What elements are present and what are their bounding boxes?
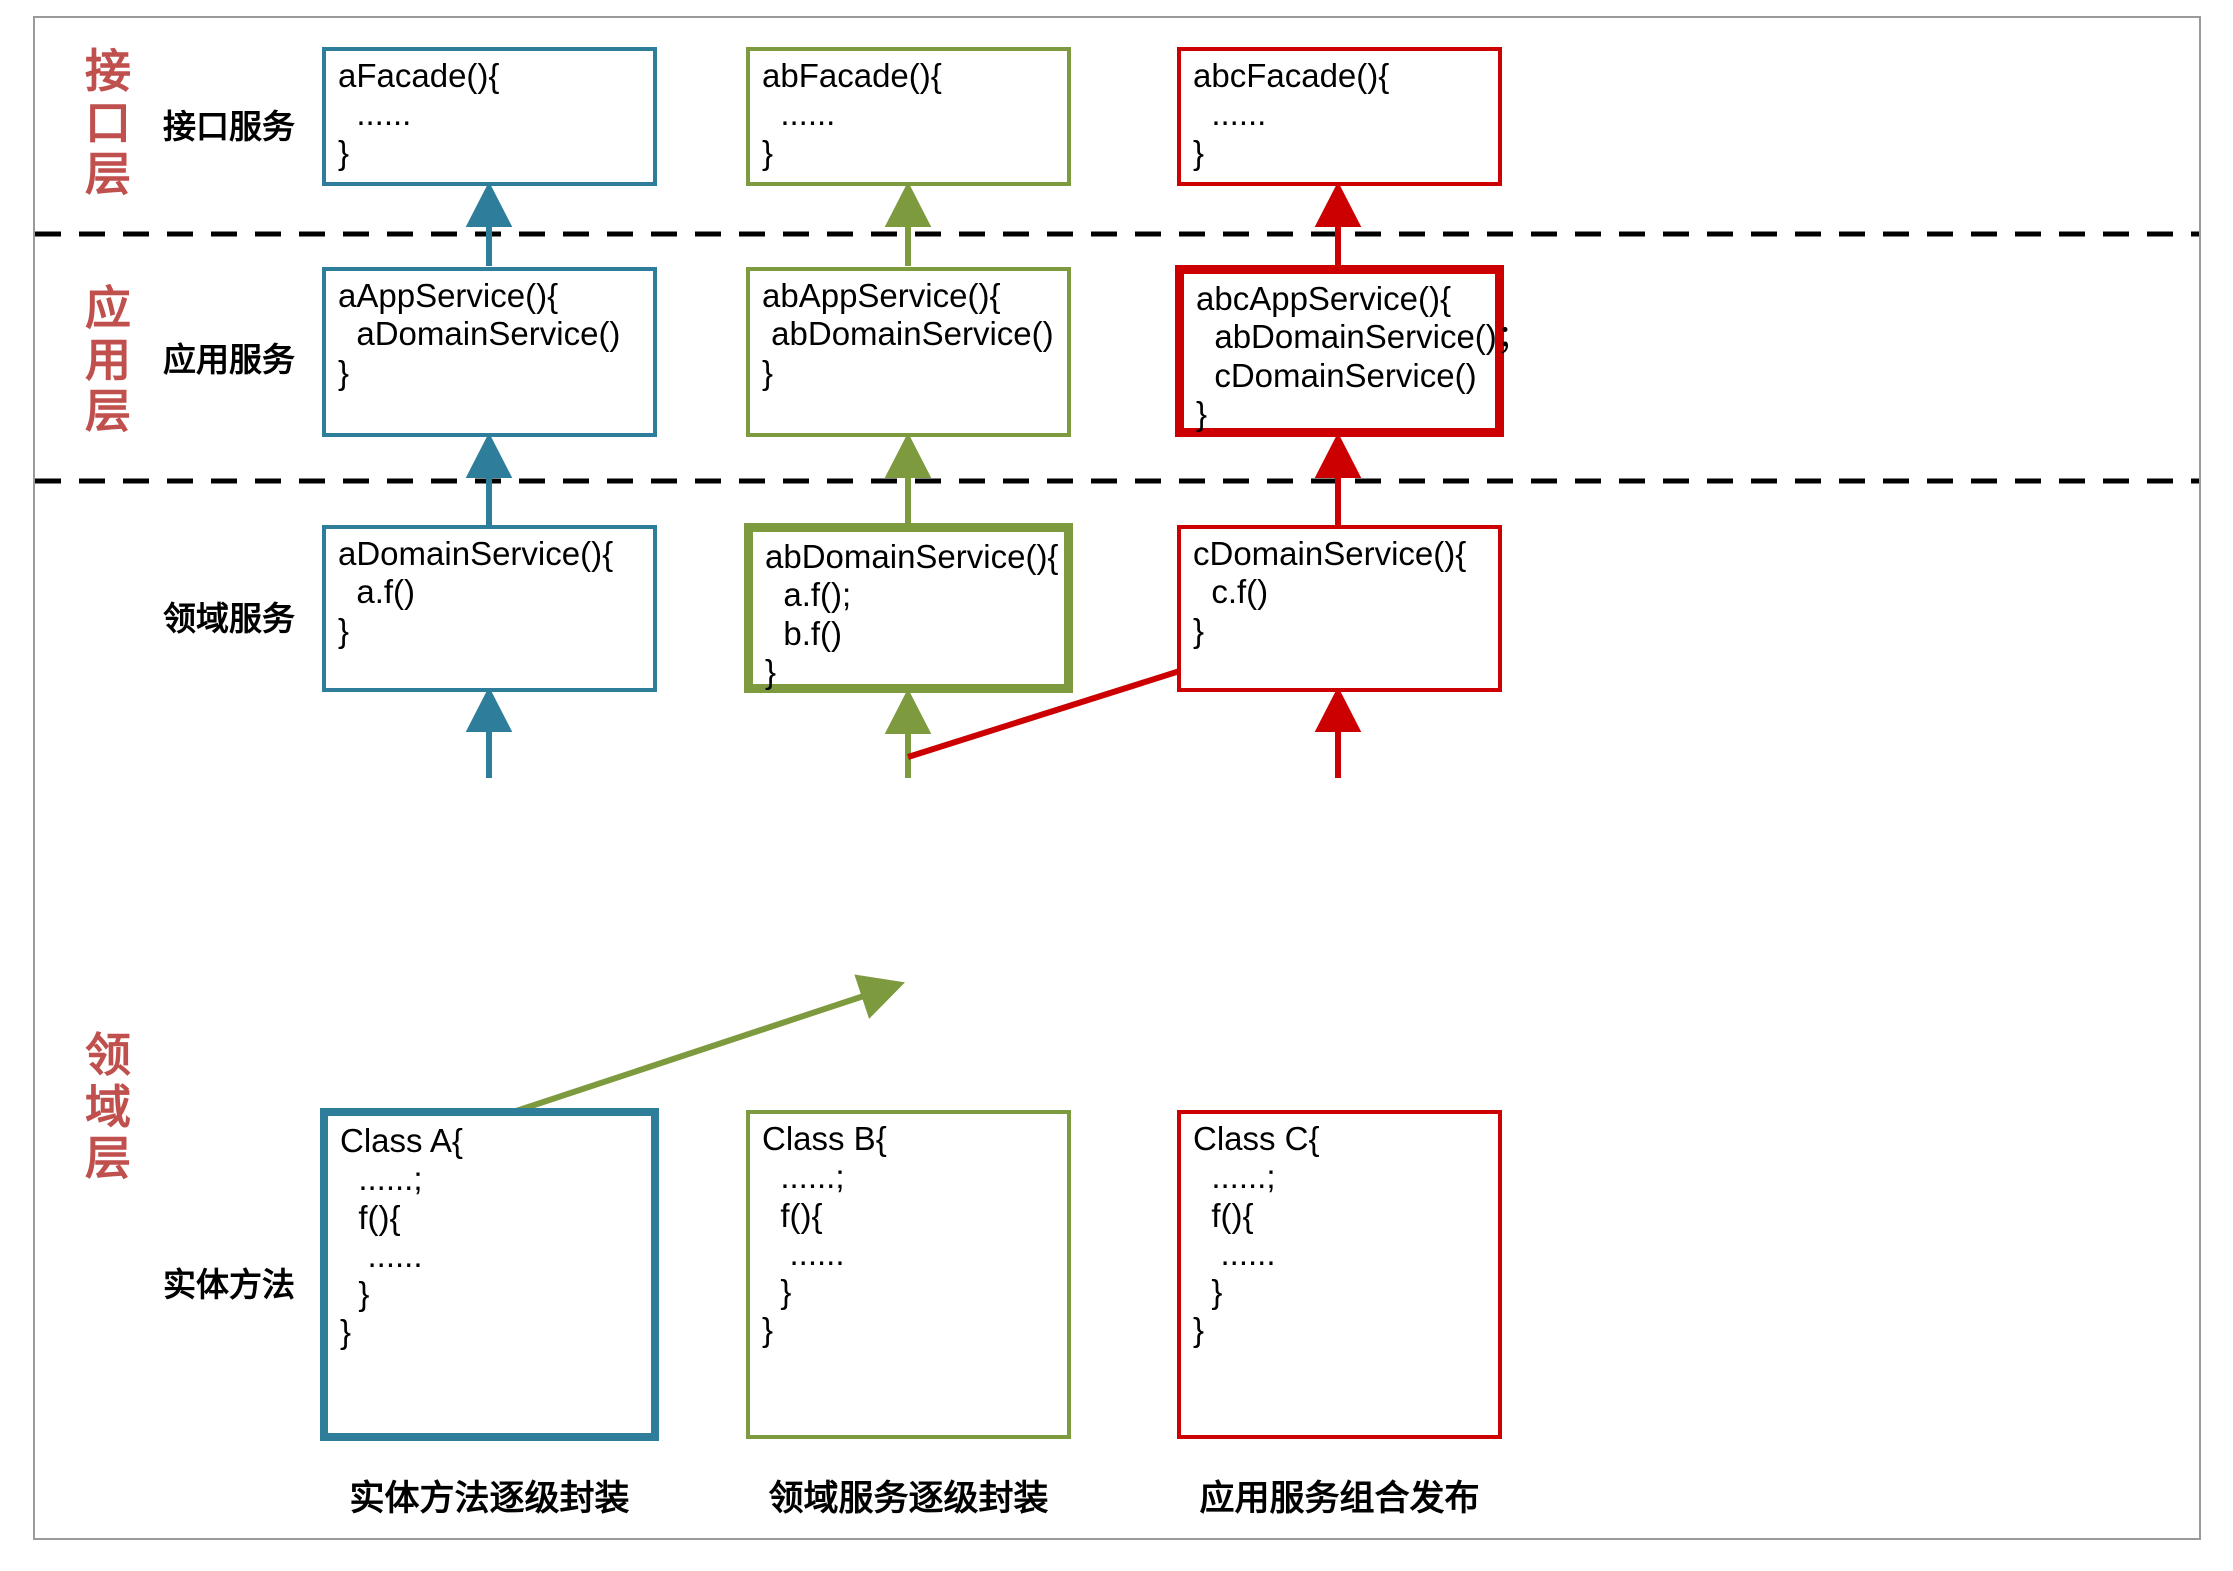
box-b-appservice[interactable]: abAppService(){ abDomainService() } [746,267,1071,437]
code-c-facade: abcFacade(){ ...... } [1193,57,1390,171]
box-b-facade[interactable]: abFacade(){ ...... } [746,47,1071,186]
row-label-facade: 接口服务 [163,108,295,145]
code-b-appservice: abAppService(){ abDomainService() } [762,277,1054,391]
code-c-domainservice: cDomainService(){ c.f() } [1193,535,1467,649]
box-c-class[interactable]: Class C{ ......; f(){ ...... } } [1177,1110,1502,1439]
code-b-class: Class B{ ......; f(){ ...... } } [762,1120,887,1349]
code-a-appservice: aAppService(){ aDomainService() } [338,277,621,391]
code-a-class: Class A{ ......; f(){ ...... } } [340,1122,463,1351]
box-a-appservice[interactable]: aAppService(){ aDomainService() } [322,267,657,437]
code-a-facade: aFacade(){ ...... } [338,57,500,171]
caption-col-a: 实体方法逐级封装 [349,1479,630,1518]
code-c-appservice: abcAppService(){ abDomainService()； cDom… [1196,280,1530,432]
layer-label-interface: 接 口 层 [85,45,131,201]
code-b-facade: abFacade(){ ...... } [762,57,942,171]
box-c-facade[interactable]: abcFacade(){ ...... } [1177,47,1502,186]
row-label-appservice: 应用服务 [163,341,295,378]
box-a-facade[interactable]: aFacade(){ ...... } [322,47,657,186]
row-label-domainservice: 领域服务 [163,600,295,637]
diagram-frame [33,16,2201,1540]
caption-col-b: 领域服务逐级封装 [768,1479,1049,1518]
caption-col-c: 应用服务组合发布 [1199,1479,1480,1518]
box-a-domainservice[interactable]: aDomainService(){ a.f() } [322,525,657,692]
box-c-appservice[interactable]: abcAppService(){ abDomainService()； cDom… [1175,265,1530,437]
box-b-class[interactable]: Class B{ ......; f(){ ...... } } [746,1110,1071,1439]
code-a-domainservice: aDomainService(){ a.f() } [338,535,614,649]
layer-label-domain: 领 域 层 [85,1029,131,1185]
code-c-class: Class C{ ......; f(){ ...... } } [1193,1120,1320,1349]
code-b-domainservice: abDomainService(){ a.f(); b.f() } [765,538,1059,690]
box-b-domainservice[interactable]: abDomainService(){ a.f(); b.f() } [744,523,1073,693]
row-label-entity: 实体方法 [163,1266,295,1303]
layer-label-application: 应 用 层 [85,282,131,438]
box-a-class[interactable]: Class A{ ......; f(){ ...... } } [320,1108,659,1441]
box-c-domainservice[interactable]: cDomainService(){ c.f() } [1177,525,1502,692]
